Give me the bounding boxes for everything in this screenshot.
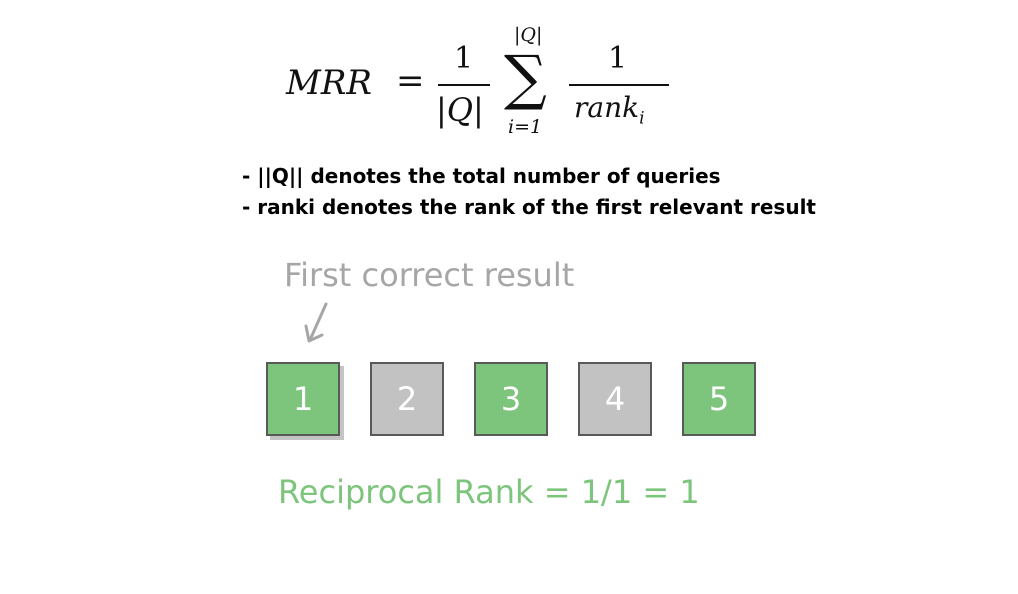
rank-box-2: 2	[370, 362, 444, 436]
rank-box-label: 3	[500, 380, 522, 418]
formula-lhs: MRR	[286, 63, 373, 103]
formula-frac1-numerator: 1	[454, 41, 474, 76]
formula-sum-upper: |Q|	[514, 24, 543, 46]
mrr-formula: MRR = 1 |Q| |Q| ∑ i=1 1 ranki	[286, 26, 686, 146]
reciprocal-rank-result: Reciprocal Rank = 1/1 = 1	[278, 473, 700, 511]
first-correct-caption: First correct result	[284, 256, 575, 294]
note-rank-definition: - ranki denotes the rank of the first re…	[242, 195, 816, 219]
rank-box-label: 5	[708, 380, 730, 418]
rank-box-4: 4	[578, 362, 652, 436]
formula-sum-symbol: ∑	[504, 43, 547, 113]
rank-box-1: 1	[266, 362, 340, 436]
formula-frac1-denominator: |Q|	[436, 91, 484, 129]
note-total-queries: - ||Q|| denotes the total number of quer…	[242, 164, 721, 188]
rank-box-label: 2	[396, 380, 418, 418]
rank-box-label: 1	[292, 380, 314, 418]
formula-rank-index: i	[639, 108, 645, 129]
formula-frac1-bar	[438, 84, 490, 86]
formula-equals: =	[396, 61, 425, 101]
formula-frac2-numerator: 1	[608, 41, 628, 76]
formula-frac2-denominator: ranki	[574, 94, 645, 128]
rank-box-label: 4	[604, 380, 626, 418]
rank-box-5: 5	[682, 362, 756, 436]
rank-box-3: 3	[474, 362, 548, 436]
down-left-arrow-icon	[304, 302, 328, 343]
formula-frac2-bar	[569, 84, 669, 86]
formula-sum-lower: i=1	[508, 116, 543, 138]
formula-rank-text: rank	[574, 91, 640, 124]
